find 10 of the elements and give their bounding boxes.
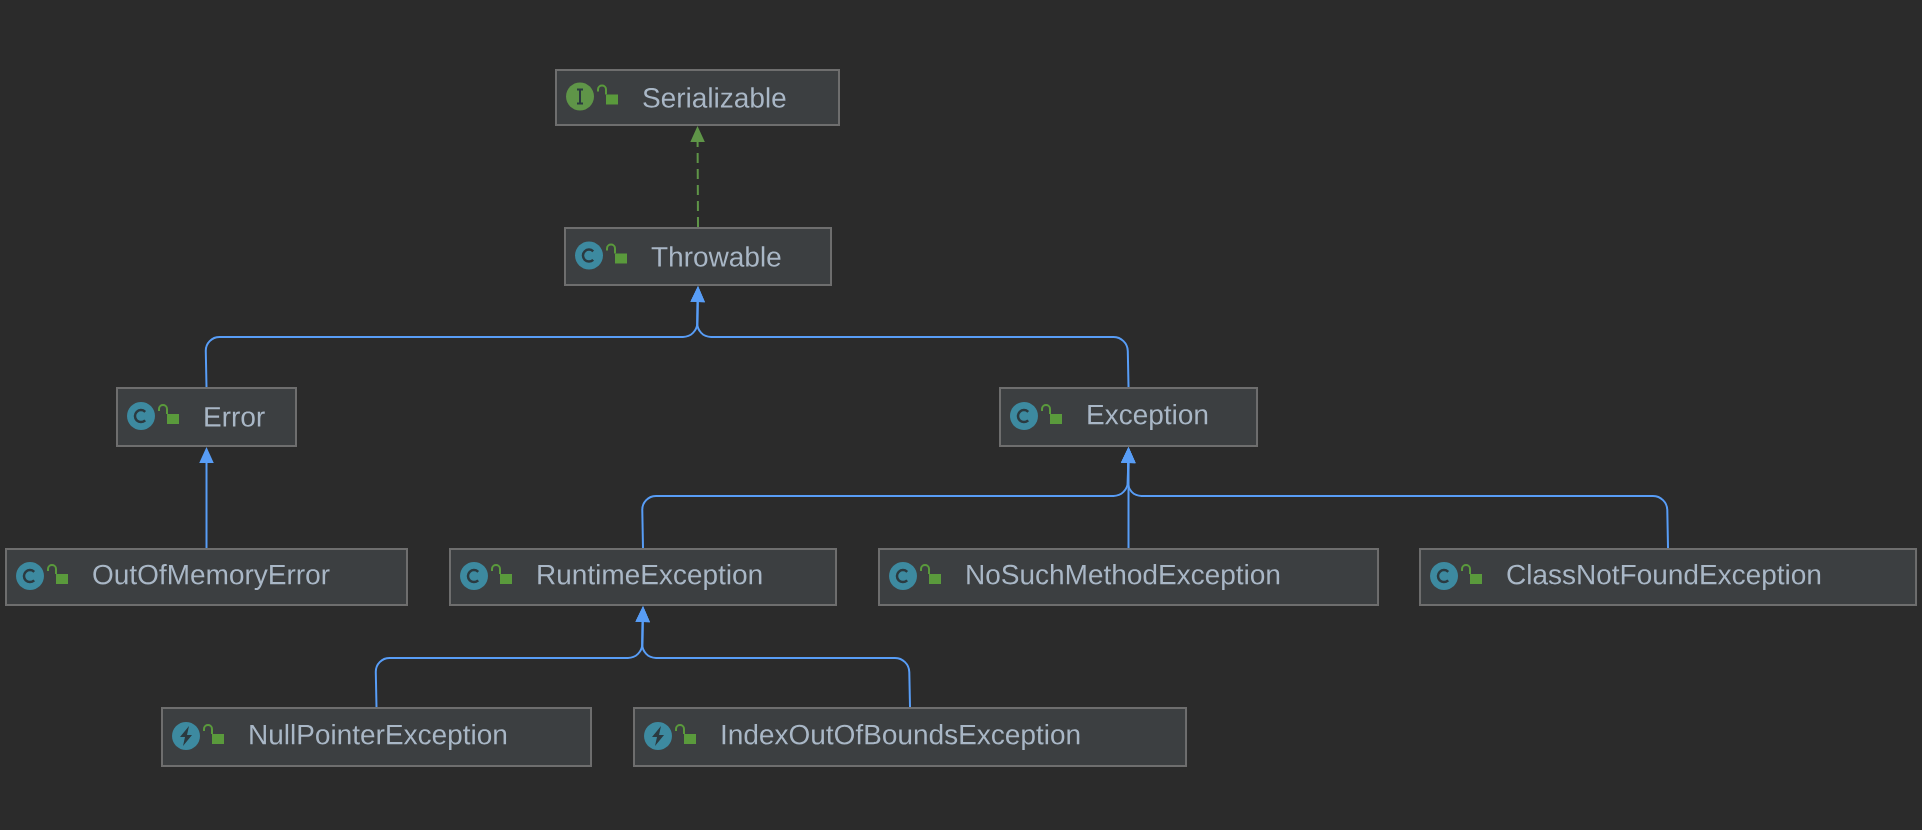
class-box: Error [116, 387, 297, 447]
class-box: Serializable [555, 69, 840, 126]
class-box: RuntimeException [449, 548, 837, 606]
class-box: IndexOutOfBoundsException [633, 707, 1187, 767]
class-box: NullPointerException [161, 707, 592, 767]
class-box: NoSuchMethodException [878, 548, 1379, 606]
class-box: ClassNotFoundException [1419, 548, 1917, 606]
class-box: OutOfMemoryError [5, 548, 408, 606]
class-box: Exception [999, 387, 1258, 447]
class-box: Throwable [564, 227, 832, 286]
